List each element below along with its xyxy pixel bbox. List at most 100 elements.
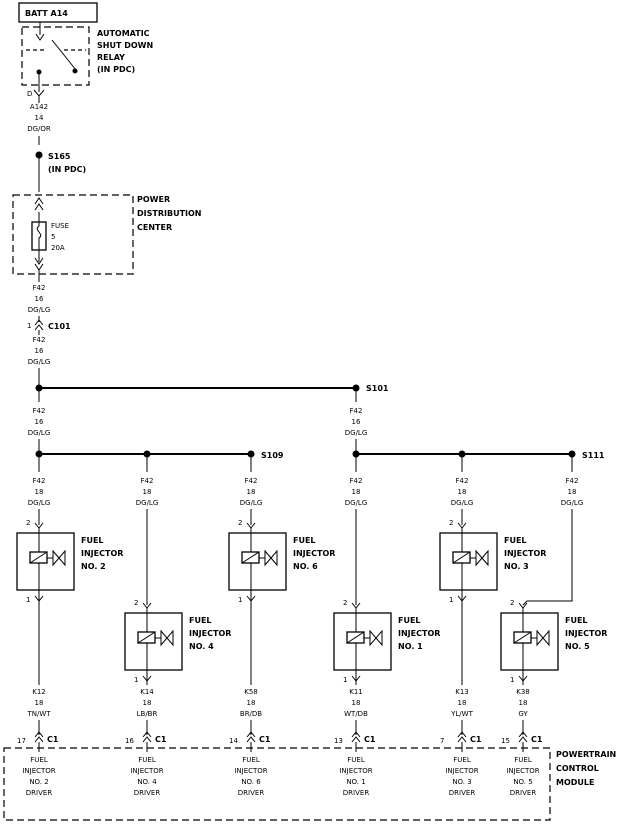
output-wire-label: BR/DB <box>240 710 262 718</box>
feed-wire-label: DG/LG <box>240 499 263 507</box>
feed-wire-label: 18 <box>458 488 467 496</box>
driver-label: INJECTOR <box>130 767 163 775</box>
injector-pin-2: 2 <box>343 599 347 607</box>
driver-label: DRIVER <box>510 789 537 797</box>
injector-pin-2: 2 <box>238 519 242 527</box>
driver-label: DRIVER <box>449 789 476 797</box>
feed-wire-label: DG/LG <box>561 499 584 507</box>
injector-label: INJECTOR <box>293 549 335 558</box>
injector-label: FUEL <box>398 616 421 625</box>
connector-c1 <box>351 731 361 738</box>
relay-pin-d: D <box>27 90 32 98</box>
driver-label: DRIVER <box>238 789 265 797</box>
svg-text:16: 16 <box>35 347 44 355</box>
svg-text:F42: F42 <box>33 407 46 415</box>
feed-wire-label: F42 <box>141 477 154 485</box>
wire-a142-label: A142 14 DG/OR <box>27 103 51 133</box>
output-wire-label: 18 <box>247 699 256 707</box>
driver-label: FUEL <box>30 756 48 764</box>
svg-text:FUSE: FUSE <box>51 222 69 230</box>
wire-f42-b-label: F42 16 DG/LG <box>28 336 51 366</box>
batt-box <box>18 2 98 23</box>
relay-label: AUTOMATIC SHUT DOWN RELAY (IN PDC) <box>97 29 153 74</box>
feed-wire-label: DG/LG <box>451 499 474 507</box>
svg-text:CENTER: CENTER <box>137 223 172 232</box>
injector-label: INJECTOR <box>504 549 546 558</box>
connector-c1 <box>457 731 467 738</box>
injector-label: INJECTOR <box>81 549 123 558</box>
output-wire-label: WT/DB <box>344 710 368 718</box>
c1-pin: 14 <box>229 737 238 745</box>
injector-label: INJECTOR <box>398 629 440 638</box>
driver-label: NO. 6 <box>241 778 261 786</box>
feed-wire-label: F42 <box>350 477 363 485</box>
injector-pin-2: 2 <box>134 599 138 607</box>
driver-label: INJECTOR <box>506 767 539 775</box>
output-wire-label: K12 <box>32 688 46 696</box>
svg-text:DG/OR: DG/OR <box>27 125 51 133</box>
connector-c101 <box>34 319 44 331</box>
driver-label: NO. 3 <box>452 778 471 786</box>
driver-label: NO. 4 <box>137 778 157 786</box>
injector-label: FUEL <box>81 536 104 545</box>
svg-text:16: 16 <box>35 418 44 426</box>
c1-pin: 17 <box>17 737 26 745</box>
svg-text:S165: S165 <box>48 152 71 161</box>
splice-s101-label: S101 <box>366 384 389 393</box>
injector-coil-icon <box>29 533 66 590</box>
svg-text:POWERTRAIN: POWERTRAIN <box>556 750 616 759</box>
splice-dot <box>352 450 360 458</box>
injector-label: INJECTOR <box>189 629 231 638</box>
output-wire-label: LB/BR <box>137 710 158 718</box>
pcm-box <box>3 747 551 821</box>
relay-switch-icon <box>26 22 86 92</box>
splice-dot <box>35 450 43 458</box>
feed-wire-label: DG/LG <box>136 499 159 507</box>
svg-text:5: 5 <box>51 233 55 241</box>
svg-text:16: 16 <box>352 418 361 426</box>
svg-text:F42: F42 <box>350 407 363 415</box>
c1-pin: 7 <box>440 737 444 745</box>
injector-coil-icon <box>137 613 174 670</box>
output-wire-label: K14 <box>140 688 154 696</box>
output-wire-label: 18 <box>458 699 467 707</box>
output-wire-label: 18 <box>35 699 44 707</box>
c1-label: C1 <box>155 735 167 744</box>
output-wire-label: K58 <box>244 688 258 696</box>
c1-label: C1 <box>470 735 482 744</box>
output-wire-label: GY <box>518 710 528 718</box>
fuse-icon <box>31 197 47 271</box>
c101-label: C101 <box>48 322 71 331</box>
output-wire-label: 18 <box>519 699 528 707</box>
connector-c1 <box>142 731 152 738</box>
feed-wire-label: 18 <box>143 488 152 496</box>
feed-wire-label: F42 <box>245 477 258 485</box>
driver-label: FUEL <box>453 756 471 764</box>
feed-wire-label: DG/LG <box>345 499 368 507</box>
injector-pin-1: 1 <box>510 676 514 684</box>
driver-label: NO. 2 <box>29 778 48 786</box>
driver-label: NO. 1 <box>346 778 365 786</box>
svg-text:DG/LG: DG/LG <box>28 306 51 314</box>
injector-coil-icon <box>513 613 550 670</box>
output-wire-label: YL/WT <box>450 710 473 718</box>
splice-dot <box>458 450 466 458</box>
connector-c1 <box>518 731 528 738</box>
connector-c1 <box>34 731 44 738</box>
pcm-label: POWERTRAIN CONTROL MODULE <box>556 750 616 787</box>
injector-pin-2: 2 <box>26 519 30 527</box>
pdc-label: POWER DISTRIBUTION CENTER <box>137 195 202 232</box>
injector-pin-2: 2 <box>510 599 514 607</box>
feed-wire-label: 18 <box>352 488 361 496</box>
feed-wire-label: DG/LG <box>28 499 51 507</box>
output-wire-label: K13 <box>455 688 469 696</box>
feed-wire-label: F42 <box>456 477 469 485</box>
c1-label: C1 <box>259 735 271 744</box>
c1-label: C1 <box>47 735 59 744</box>
splice-s165 <box>35 151 43 159</box>
